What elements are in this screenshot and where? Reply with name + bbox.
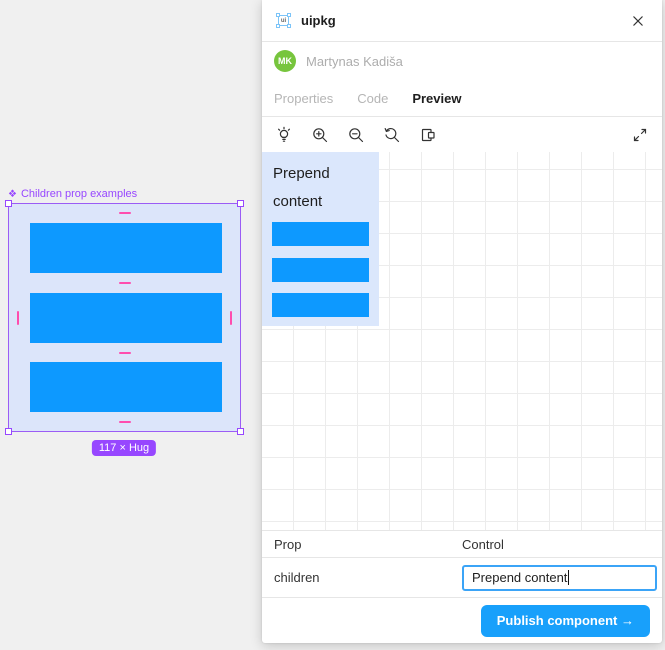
child-rect-2[interactable] — [30, 293, 222, 343]
resize-handle-top-right[interactable] — [237, 200, 244, 207]
plugin-footer: Publish component → — [262, 598, 662, 643]
tab-preview[interactable]: Preview — [412, 90, 462, 106]
preview-canvas[interactable]: Prepend content — [262, 152, 662, 530]
resize-handle-top-left[interactable] — [5, 200, 12, 207]
zoom-reset-icon[interactable] — [378, 121, 406, 149]
expand-icon[interactable] — [626, 121, 654, 149]
child-rect-3[interactable] — [30, 362, 222, 412]
resize-handle-bottom-right[interactable] — [237, 428, 244, 435]
tab-properties[interactable]: Properties — [274, 90, 334, 106]
preview-child-rect-1 — [272, 222, 369, 246]
avatar: MK — [274, 50, 296, 72]
plugin-window: ui uipkg MK Martynas Kadiša Properties C… — [262, 0, 662, 643]
spacing-handle-1[interactable] — [119, 282, 131, 284]
text-caret — [568, 570, 570, 585]
author-row: MK Martynas Kadiša — [262, 42, 662, 80]
padding-handle-right[interactable] — [230, 311, 232, 325]
tab-bar: Properties Code Preview — [262, 80, 662, 117]
resize-handle-bottom-left[interactable] — [5, 428, 12, 435]
preview-component: Prepend content — [262, 152, 379, 326]
plugin-icon: ui — [276, 13, 291, 28]
selected-component-label[interactable]: ❖ Children prop examples — [8, 188, 137, 200]
size-badge: 117 × Hug — [91, 440, 157, 456]
plugin-title: uipkg — [301, 13, 336, 28]
component-icon: ❖ — [8, 188, 17, 200]
tab-code[interactable]: Code — [357, 90, 389, 106]
props-table-header: Prop Control — [262, 530, 662, 558]
child-rect-1[interactable] — [30, 223, 222, 273]
zoom-out-icon[interactable] — [342, 121, 370, 149]
padding-handle-bottom[interactable] — [119, 421, 131, 423]
plugin-header: ui uipkg — [262, 0, 662, 42]
prop-column-header: Prop — [274, 536, 302, 552]
children-control-input[interactable]: Prepend content — [462, 564, 657, 591]
preview-child-rect-3 — [272, 293, 369, 317]
prop-name: children — [274, 570, 320, 585]
prop-row-children: children Prepend content — [262, 558, 662, 598]
padding-handle-left[interactable] — [17, 311, 19, 325]
preview-child-rect-2 — [272, 258, 369, 282]
publish-component-button[interactable]: Publish component → — [480, 604, 650, 637]
children-control-value: Prepend content — [472, 570, 568, 585]
selected-frame[interactable] — [5, 200, 244, 435]
copy-frame-icon[interactable] — [414, 121, 442, 149]
author-name: Martynas Kadiša — [306, 53, 403, 69]
close-icon[interactable] — [628, 11, 648, 31]
lightbulb-icon[interactable] — [270, 121, 298, 149]
selected-component-name: Children prop examples — [20, 188, 138, 200]
zoom-in-icon[interactable] — [306, 121, 334, 149]
preview-toolbar — [262, 117, 662, 152]
preview-component-text: Prepend content — [273, 165, 330, 210]
control-column-header: Control — [462, 536, 504, 552]
padding-handle-top[interactable] — [119, 212, 131, 214]
spacing-handle-2[interactable] — [119, 352, 131, 354]
